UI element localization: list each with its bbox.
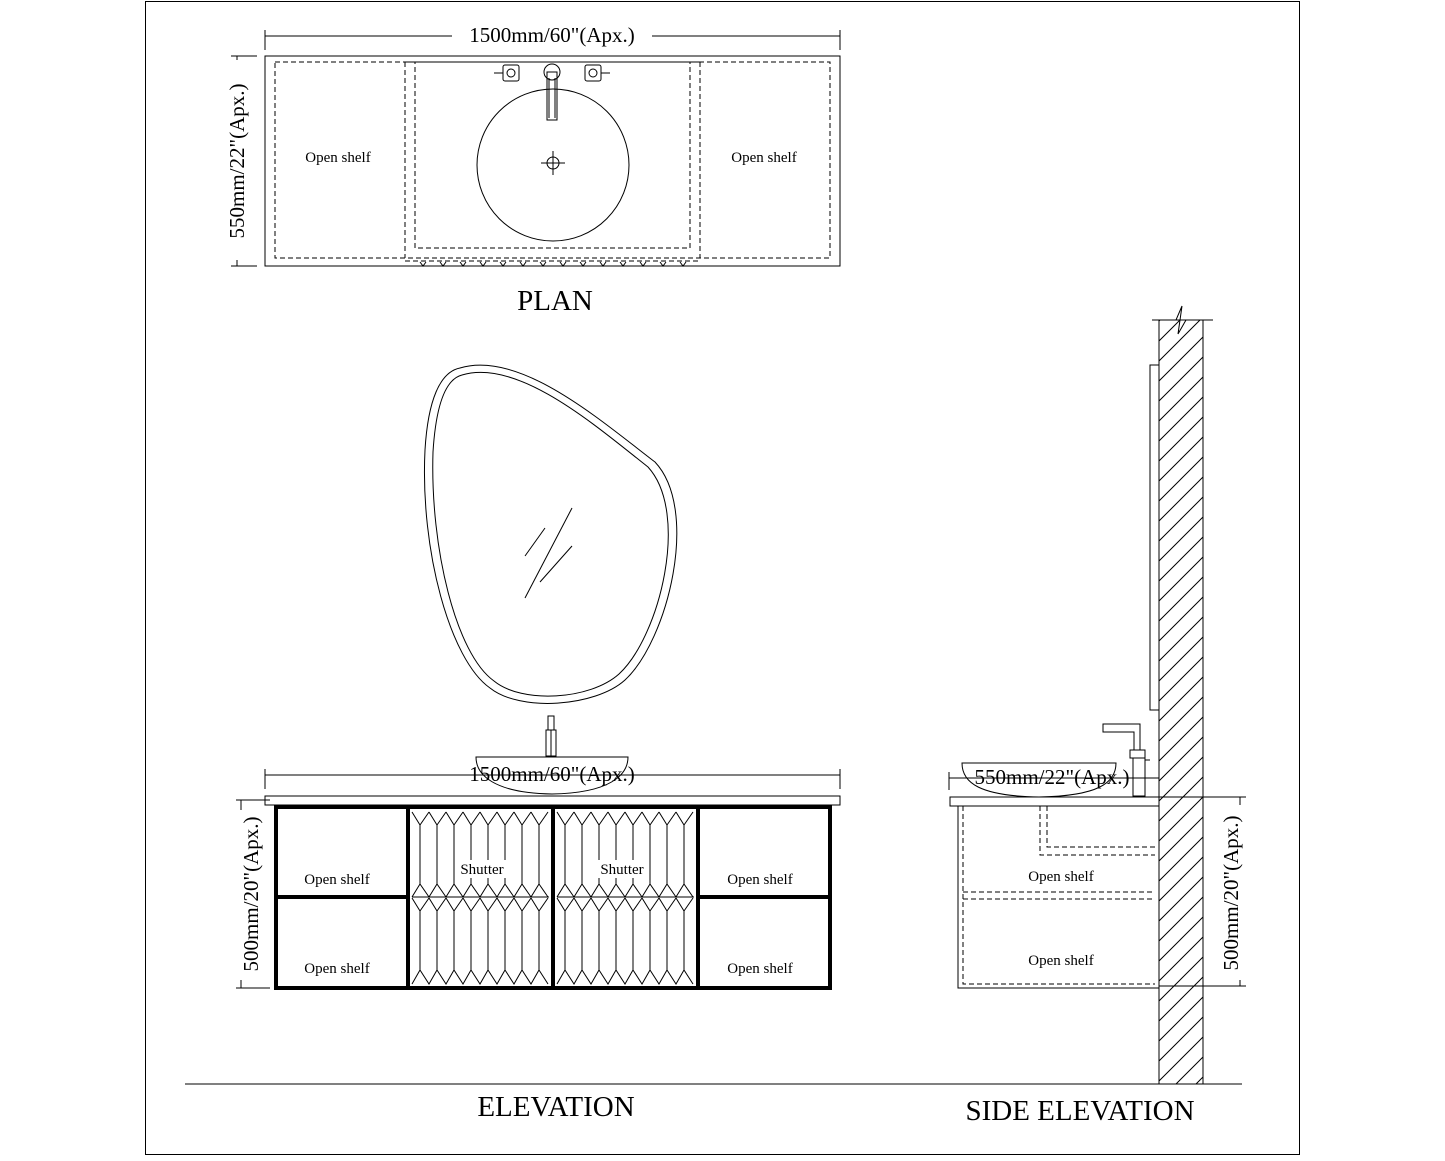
side-elevation-title: SIDE ELEVATION <box>965 1095 1194 1127</box>
plan-width-dimension: 1500mm/60"(Apx.) <box>264 23 841 50</box>
elevation-width-dimension: 1500mm/60"(Apx.) <box>264 762 841 789</box>
side-countertop <box>949 796 1160 807</box>
elevation-view: 1500mm/60"(Apx.) 500mm/20"(Apx.) <box>230 364 841 1123</box>
elevation-vessel-basin <box>475 756 629 795</box>
side-upper-shelf-label: Open shelf <box>1028 869 1093 885</box>
elevation-top-left-shelf-label: Open shelf <box>304 872 369 888</box>
elevation-faucet <box>545 715 557 757</box>
plan-width-dim-text: 1500mm/60"(Apx.) <box>469 23 634 47</box>
plan-drain <box>541 151 565 175</box>
side-lower-shelf-label: Open shelf <box>1028 953 1093 969</box>
plan-basin <box>476 88 630 242</box>
mirror <box>423 364 678 704</box>
side-drawer-recess <box>1039 806 1155 856</box>
plan-depth-dimension: 550mm/22"(Apx.) <box>224 55 257 267</box>
plan-drawer-marks <box>405 260 700 267</box>
elevation-width-dim-text: 1500mm/60"(Apx.) <box>469 762 634 786</box>
side-depth-dim-text: 550mm/22"(Apx.) <box>975 765 1130 789</box>
wall-section <box>1152 305 1213 1085</box>
elevation-title: ELEVATION <box>477 1091 634 1123</box>
mirror-reflection-mark <box>524 507 573 599</box>
plan-counter-outline <box>264 55 841 267</box>
sheet-border <box>145 1 1300 1155</box>
plan-right-shelf-label: Open shelf <box>731 150 796 166</box>
left-shutter-label: Shutter <box>460 862 503 878</box>
right-shutter <box>556 811 694 985</box>
plan-spout <box>543 63 561 121</box>
side-cabinet <box>957 805 1160 989</box>
side-elevation-view: 550mm/22"(Apx.) Open shelf Open shelf 50… <box>948 305 1246 1127</box>
plan-left-tap-handle <box>494 64 520 82</box>
right-shutter-label: Shutter <box>600 862 643 878</box>
wall-break-mark <box>1152 305 1213 335</box>
plan-center-cabinet <box>414 61 691 249</box>
plan-left-shelf-label: Open shelf <box>305 150 370 166</box>
plan-inner-dashed <box>274 61 831 259</box>
elevation-top-right-shelf-label: Open shelf <box>727 872 792 888</box>
side-height-dimension: 500mm/20"(Apx.) <box>1159 796 1246 987</box>
plan-depth-dim-text: 550mm/22"(Apx.) <box>225 84 249 239</box>
elevation-bottom-left-shelf-label: Open shelf <box>304 961 369 977</box>
plan-right-tap-handle <box>584 64 610 82</box>
plan-view: 1500mm/60"(Apx.) 550mm/22"(Apx.) <box>224 23 841 317</box>
side-mirror <box>1149 364 1160 711</box>
elevation-countertop <box>264 795 841 806</box>
elevation-bottom-right-shelf-label: Open shelf <box>727 961 792 977</box>
plan-title: PLAN <box>517 285 593 317</box>
elevation-height-dim-text: 500mm/20"(Apx.) <box>239 817 263 972</box>
left-shutter <box>411 811 549 985</box>
elevation-height-dimension: 500mm/20"(Apx.) <box>230 799 270 989</box>
side-faucet <box>1102 723 1150 797</box>
side-height-dim-text: 500mm/20"(Apx.) <box>1219 816 1243 971</box>
side-depth-dimension: 550mm/22"(Apx.) <box>948 765 1160 790</box>
